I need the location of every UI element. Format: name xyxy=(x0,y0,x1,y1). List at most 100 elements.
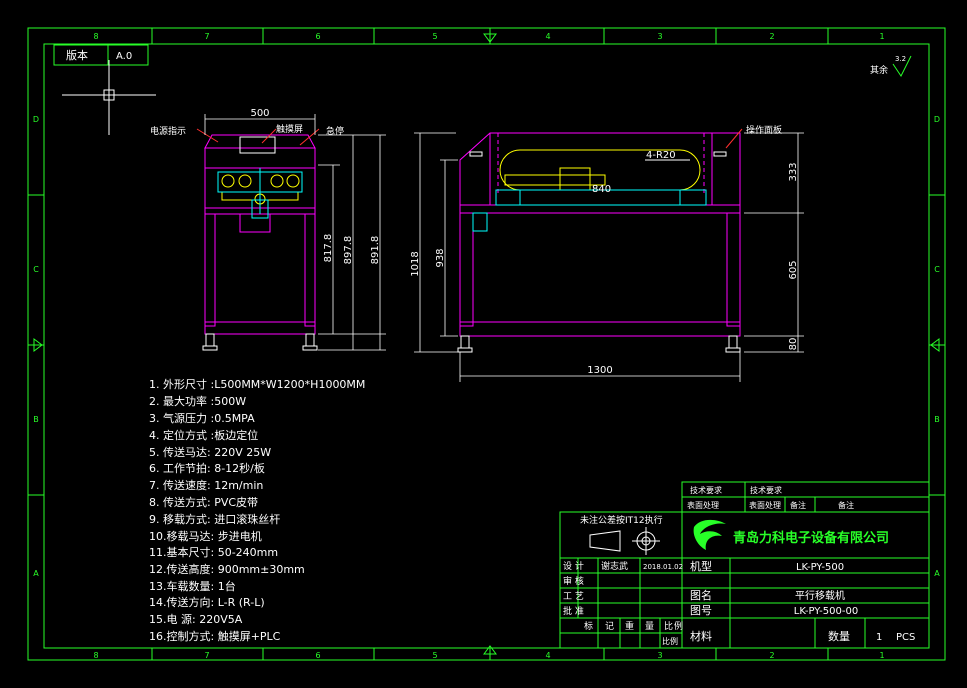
zone-number: 1 xyxy=(879,32,884,41)
qty-value: 1 xyxy=(876,632,882,643)
name-label: 图名 xyxy=(690,588,712,602)
mark-col: 量 xyxy=(645,621,654,632)
spec-item: 16.控制方式: 触摸屏+PLC xyxy=(149,629,281,643)
spec-item: 5. 传送马达: 220V 25W xyxy=(149,445,271,459)
zone-number: 6 xyxy=(315,651,320,660)
roughness-label: 其余 xyxy=(870,64,888,76)
version-label: 版本 xyxy=(66,48,88,62)
front-width-dim: 500 xyxy=(250,108,269,119)
power-indicator-label: 电源指示 xyxy=(150,125,186,137)
front-view: 电源指示 触摸屏 急停 500 817.8 897.8 891.8 xyxy=(150,108,386,351)
name-value: 平行移载机 xyxy=(795,589,845,602)
spec-item: 8. 传送方式: PVC皮带 xyxy=(149,495,258,509)
spec-item: 13.车载数量: 1台 xyxy=(149,579,236,593)
zone-number: 1 xyxy=(879,651,884,660)
zone-letter: D xyxy=(33,115,39,124)
spec-list: 1. 外形尺寸 :L500MM*W1200*H1000MM 2. 最大功率 :5… xyxy=(149,377,365,643)
side-dim-605: 605 xyxy=(788,260,799,279)
remark-1: 备注 xyxy=(790,500,806,510)
crosshair-cursor-icon xyxy=(62,60,156,135)
front-height-dim-3: 891.8 xyxy=(370,236,381,265)
process-label: 工 艺 xyxy=(563,591,584,602)
surface-value: 表面处理 xyxy=(749,500,781,510)
drawing-frame xyxy=(27,27,946,661)
spec-item: 1. 外形尺寸 :L500MM*W1200*H1000MM xyxy=(149,377,365,391)
side-dim-333: 333 xyxy=(788,162,799,181)
touch-screen-label: 触摸屏 xyxy=(276,123,303,135)
surface-label: 表面处理 xyxy=(687,500,719,510)
designer-name: 谢志武 xyxy=(601,560,628,572)
remark-2: 备注 xyxy=(838,500,854,510)
qty-label: 数量 xyxy=(828,630,850,643)
design-label: 设 计 xyxy=(563,560,584,572)
spec-item: 10.移载马达: 步进电机 xyxy=(149,529,262,543)
mark-col: 比 xyxy=(664,620,673,632)
spec-item: 3. 气源压力 :0.5MPA xyxy=(149,411,255,425)
side-height-1018: 1018 xyxy=(410,251,421,276)
spec-item: 6. 工作节拍: 8-12秒/板 xyxy=(149,461,265,475)
review-label: 审 核 xyxy=(563,575,584,587)
emergency-stop-label: 急停 xyxy=(326,125,344,137)
material-label: 材料 xyxy=(690,629,712,643)
mark-col: 重 xyxy=(625,620,634,632)
zone-number: 8 xyxy=(93,32,98,41)
frame-left-letters: D C B A xyxy=(33,115,39,578)
tech-req-label: 技术要求 xyxy=(690,485,722,495)
tech-req-value: 技术要求 xyxy=(750,485,782,495)
title-block xyxy=(559,481,930,649)
zone-number: 7 xyxy=(204,651,209,660)
drawing-no-value: LK-PY-500-00 xyxy=(794,606,858,617)
zone-letter: A xyxy=(33,569,39,578)
spec-item: 2. 最大功率 :500W xyxy=(149,394,246,408)
spec-item: 15.电 源: 220V5A xyxy=(149,612,243,626)
tolerance-note: 未注公差按IT12执行 xyxy=(580,514,663,526)
spec-item: 9. 移载方式: 进口滚珠丝杆 xyxy=(149,512,280,526)
zone-letter: D xyxy=(934,115,940,124)
zone-number: 2 xyxy=(769,32,774,41)
side-height-938: 938 xyxy=(435,248,446,267)
touch-screen-icon xyxy=(239,136,276,154)
spec-item: 14.传送方向: L-R (R-L) xyxy=(149,595,265,609)
frame-bottom-numbers: 8 7 6 5 4 3 2 1 xyxy=(93,651,884,660)
side-width-1300: 1300 xyxy=(587,365,612,376)
zone-letter: B xyxy=(934,415,940,424)
front-height-dim-1: 817.8 xyxy=(323,234,334,263)
version-box: 版本 A.0 xyxy=(53,44,149,66)
company-logo-icon xyxy=(693,519,726,550)
zone-letter: A xyxy=(934,569,940,578)
mark-col: 例 xyxy=(674,620,683,632)
zone-number: 3 xyxy=(657,651,662,660)
zone-number: 8 xyxy=(93,651,98,660)
mark-col: 标 xyxy=(584,620,593,632)
roughness-value: 3.2 xyxy=(895,55,906,63)
mark-col: 记 xyxy=(605,621,614,632)
spec-item: 12.传送高度: 900mm±30mm xyxy=(149,562,305,576)
zone-number: 4 xyxy=(545,651,550,660)
zone-number: 6 xyxy=(315,32,320,41)
zone-number: 2 xyxy=(769,651,774,660)
radius-dim: 4-R20 xyxy=(646,150,676,161)
qty-unit: PCS xyxy=(896,632,915,643)
roughness-symbol: 其余 3.2 xyxy=(870,55,912,77)
zone-number: 7 xyxy=(204,32,209,41)
r840-dim: 840 xyxy=(592,184,611,195)
model-label: 机型 xyxy=(690,559,712,573)
frame-top-numbers: 8 7 6 5 4 3 2 1 xyxy=(93,32,884,41)
side-dim-80: 80 xyxy=(788,338,799,351)
front-height-dim-2: 897.8 xyxy=(343,236,354,265)
zone-letter: C xyxy=(934,265,940,274)
company-name: 青岛力科电子设备有限公司 xyxy=(733,530,889,546)
spec-item: 11.基本尺寸: 50-240mm xyxy=(149,545,278,559)
zone-number: 4 xyxy=(545,32,550,41)
zone-letter: B xyxy=(33,415,39,424)
zone-number: 3 xyxy=(657,32,662,41)
projection-symbol-icon xyxy=(589,527,660,555)
design-date: 2018.01.02 xyxy=(643,563,683,571)
zone-number: 5 xyxy=(432,32,437,41)
model-value: LK-PY-500 xyxy=(796,562,844,573)
side-view: 操作面板 4-R20 840 1018 938 333 605 80 1300 xyxy=(410,124,804,382)
panel-label: 操作面板 xyxy=(746,124,782,136)
version-value: A.0 xyxy=(116,51,132,62)
drawing-no-label: 图号 xyxy=(690,604,712,617)
